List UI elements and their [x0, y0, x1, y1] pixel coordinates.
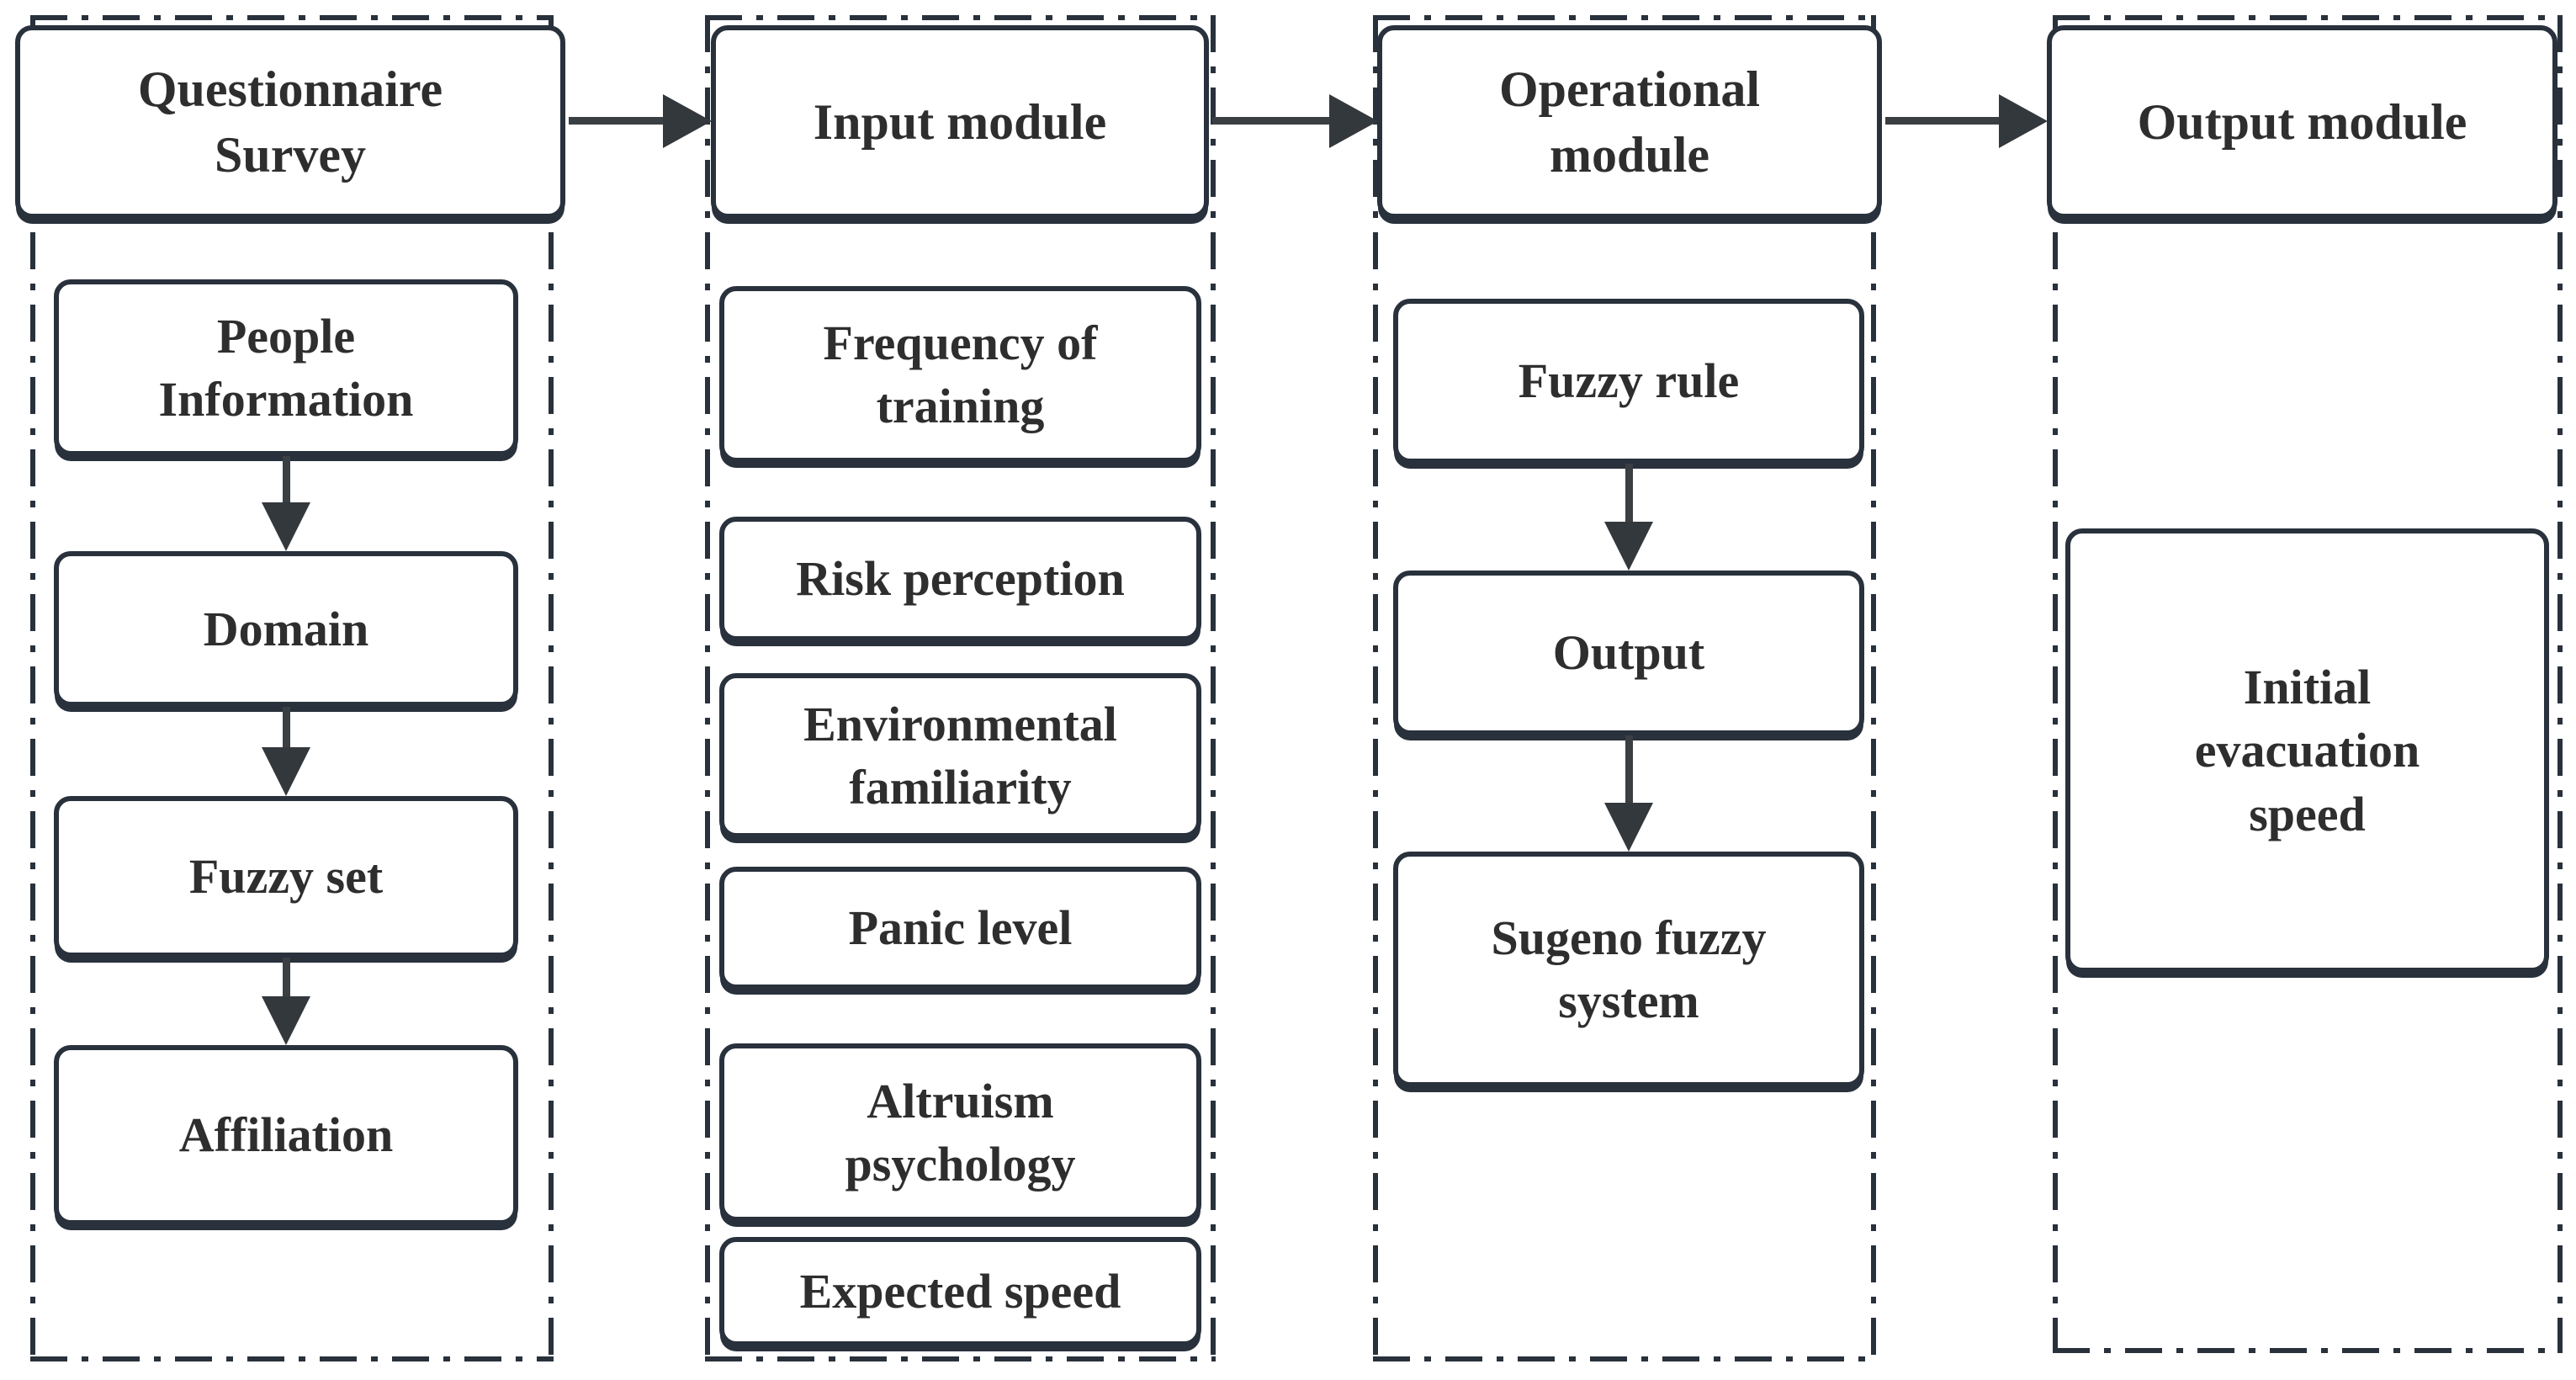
node-domain: Domain	[54, 551, 518, 707]
header-questionnaire-survey: Questionnaire Survey	[15, 25, 565, 219]
header-input-module: Input module	[711, 25, 1209, 219]
node-panic-level-label: Panic level	[848, 900, 1073, 956]
arrow-domain-to-fuzzy-set-stem	[283, 707, 290, 752]
node-people-information: People Information	[54, 279, 518, 456]
arrow-people-to-domain-head	[262, 502, 310, 551]
arrow-survey-to-input-stem	[569, 117, 665, 125]
node-sugeno-fuzzy-system-label: Sugeno fuzzy system	[1491, 910, 1767, 1028]
node-fuzzy-rule-label: Fuzzy rule	[1518, 353, 1740, 409]
node-output-label: Output	[1552, 625, 1705, 681]
node-fuzzy-rule: Fuzzy rule	[1393, 299, 1864, 464]
arrow-input-to-operational-stem	[1212, 117, 1331, 125]
node-expected-speed-label: Expected speed	[799, 1264, 1121, 1319]
node-affiliation: Affiliation	[54, 1045, 518, 1225]
node-panic-level: Panic level	[719, 867, 1201, 990]
arrow-input-to-operational-head	[1329, 94, 1378, 148]
header-input-module-label: Input module	[813, 94, 1107, 150]
arrow-fuzzy-rule-to-output-head	[1604, 522, 1653, 571]
node-expected-speed: Expected speed	[719, 1237, 1201, 1346]
arrow-people-to-domain-stem	[283, 456, 290, 507]
header-output-module: Output module	[2047, 25, 2557, 219]
arrow-fuzzy-set-to-affiliation-stem	[283, 958, 290, 1001]
node-frequency-of-training-label: Frequency of training	[823, 315, 1098, 433]
node-frequency-of-training: Frequency of training	[719, 286, 1201, 463]
node-risk-perception-label: Risk perception	[796, 551, 1125, 607]
node-risk-perception: Risk perception	[719, 517, 1201, 641]
node-altruism-psychology-label: Altruism psychology	[845, 1073, 1076, 1192]
arrow-survey-to-input-head	[663, 94, 712, 148]
node-people-information-label: People Information	[158, 308, 414, 427]
arrow-domain-to-fuzzy-set-head	[262, 747, 310, 796]
arrow-fuzzy-set-to-affiliation-head	[262, 996, 310, 1045]
arrow-operational-to-output-stem	[1885, 117, 2001, 125]
header-operational-module: Operational module	[1377, 25, 1882, 219]
arrow-fuzzy-rule-to-output-stem	[1625, 464, 1633, 524]
node-initial-evacuation-speed-label: Initial evacuation speed	[2194, 659, 2420, 841]
node-environmental-familiarity-label: Environmental familiarity	[803, 696, 1117, 815]
arrow-output-to-sugeno-stem	[1625, 735, 1633, 806]
node-fuzzy-set-label: Fuzzy set	[188, 849, 384, 905]
node-output: Output	[1393, 571, 1864, 735]
header-operational-module-label: Operational module	[1499, 61, 1760, 183]
header-output-module-label: Output module	[2137, 94, 2467, 150]
node-initial-evacuation-speed: Initial evacuation speed	[2065, 528, 2549, 973]
arrow-output-to-sugeno-head	[1604, 803, 1653, 852]
header-questionnaire-survey-label: Questionnaire Survey	[137, 61, 443, 183]
node-domain-label: Domain	[203, 601, 369, 656]
node-fuzzy-set: Fuzzy set	[54, 796, 518, 958]
node-sugeno-fuzzy-system: Sugeno fuzzy system	[1393, 852, 1864, 1087]
node-altruism-psychology: Altruism psychology	[719, 1043, 1201, 1222]
node-affiliation-label: Affiliation	[178, 1107, 394, 1163]
arrow-operational-to-output-head	[1999, 94, 2048, 148]
node-environmental-familiarity: Environmental familiarity	[719, 673, 1201, 838]
